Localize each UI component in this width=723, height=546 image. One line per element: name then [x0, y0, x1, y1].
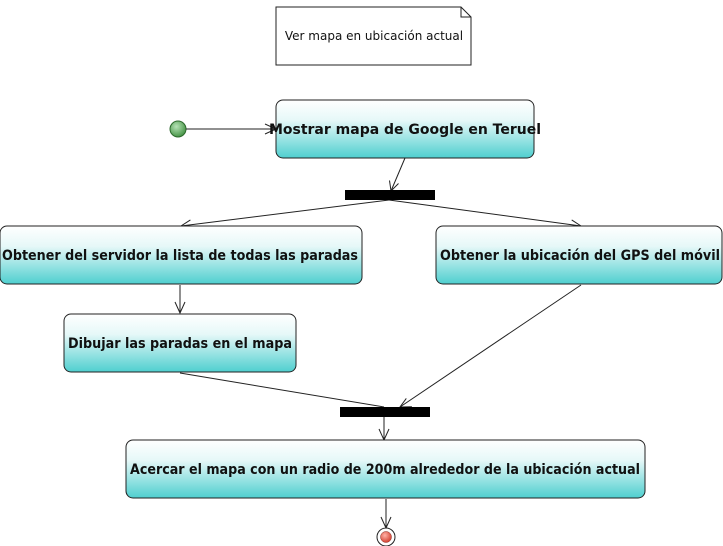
final-node — [376, 527, 396, 546]
initial-node — [169, 120, 187, 138]
edge-draw-to-join — [179, 372, 385, 408]
activity-draw-stops: Dibujar las paradas en el mapa — [63, 313, 297, 373]
activity-show-map-label: Mostrar mapa de Google en Teruel — [269, 122, 541, 138]
activity-show-map: Mostrar mapa de Google en Teruel — [269, 99, 541, 159]
note: Ver mapa en ubicación actual — [275, 6, 472, 66]
edge-fork-to-get-gps — [388, 199, 582, 227]
note-text: Ver mapa en ubicación actual — [285, 29, 463, 43]
activity-draw-stops-label: Dibujar las paradas en el mapa — [68, 336, 292, 352]
fork-bar — [345, 190, 435, 200]
activity-zoom-map-label: Acercar el mapa con un radio de 200m alr… — [130, 462, 640, 478]
join-bar — [340, 407, 430, 417]
activity-get-gps-label: Obtener la ubicación del GPS del móvil — [440, 248, 720, 264]
activity-get-stops-label: Obtener del servidor la lista de todas l… — [2, 248, 358, 264]
edge-fork-to-get-stops — [180, 199, 390, 227]
edge-show-map-to-fork — [390, 157, 406, 192]
activity-get-gps: Obtener la ubicación del GPS del móvil — [435, 225, 723, 285]
activity-get-stops: Obtener del servidor la lista de todas l… — [0, 225, 363, 285]
edge-get-gps-to-join — [399, 284, 582, 408]
activity-zoom-map: Acercar el mapa con un radio de 200m alr… — [125, 439, 646, 499]
